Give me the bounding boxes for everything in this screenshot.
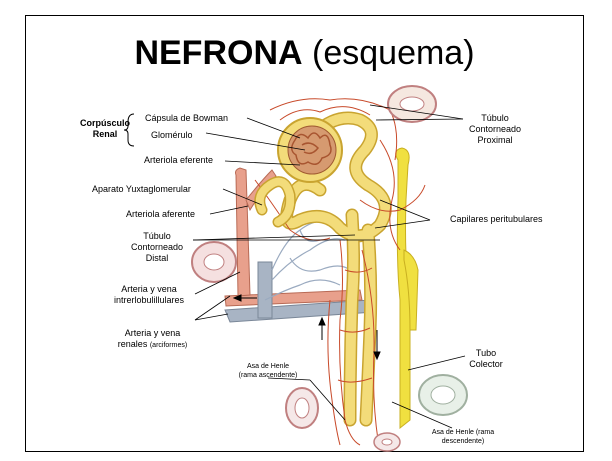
cross-section-collector: [419, 375, 467, 415]
interlobular-vein: [258, 262, 272, 318]
label-tubulo-distal-3: Distal: [146, 253, 169, 263]
label-tubulo-prox-2: Contorneado: [469, 124, 521, 134]
label-corpusculo: Corpúsculo: [80, 118, 130, 128]
label-arteriola-aferente: Arteriola aferente: [126, 209, 195, 220]
label-tubo-1: Tubo: [476, 348, 496, 358]
cross-section-henle-desc: [374, 433, 400, 451]
label-asa-desc-2: descendente): [442, 438, 484, 445]
label-renal: Renal: [93, 129, 118, 139]
label-asa-asc-2: (rama ascendente): [239, 372, 298, 379]
label-asa-asc-1: Asa de Henle: [247, 363, 289, 370]
label-arteria-ren-1: Arteria y vena: [125, 328, 181, 338]
label-arteria-inter-1: Arteria y vena: [121, 284, 177, 294]
cross-section-henle-asc: [286, 388, 318, 428]
cross-section-proximal: [388, 86, 436, 122]
label-tubulo-prox-3: Proximal: [477, 135, 512, 145]
label-arteria-renales: Arteria y vena renales (arciformes): [110, 328, 195, 351]
label-aparato-yuxtaglomerular: Aparato Yuxtaglomerular: [92, 184, 191, 195]
interlobular-artery: [236, 168, 251, 296]
label-tubo-2: Colector: [469, 359, 503, 369]
label-tubulo-proximal: Túbulo Contorneado Proximal: [462, 113, 528, 146]
label-tubulo-distal-1: Túbulo: [143, 231, 171, 241]
cross-section-distal: [192, 242, 236, 282]
label-asa-ascendente: Asa de Henle (rama ascendente): [228, 362, 308, 380]
label-arteria-ren-3: (arciformes): [150, 342, 187, 349]
label-asa-desc-1: Asa de Henle (rama: [432, 429, 494, 436]
label-tubo-colector: Tubo Colector: [466, 348, 506, 370]
label-capsula: Cápsula de Bowman: [145, 113, 228, 124]
label-tubulo-prox-1: Túbulo: [481, 113, 509, 123]
label-arteria-interlobulillares: Arteria y vena intrerlobulillulares: [104, 284, 194, 306]
label-tubulo-distal-2: Contorneado: [131, 242, 183, 252]
label-capilares: Capilares peritubulares: [450, 214, 543, 225]
label-arteria-inter-2: intrerlobulillulares: [114, 295, 184, 305]
label-asa-descendente: Asa de Henle (rama descendente): [418, 428, 508, 446]
label-corpusculo-renal: Corpúsculo Renal: [80, 118, 130, 140]
label-glomerulo: Glomérulo: [151, 130, 193, 141]
label-arteria-ren-2: renales: [118, 339, 148, 349]
label-arteriola-eferente: Arteriola eferente: [144, 155, 213, 166]
label-tubulo-distal: Túbulo Contorneado Distal: [127, 231, 187, 264]
